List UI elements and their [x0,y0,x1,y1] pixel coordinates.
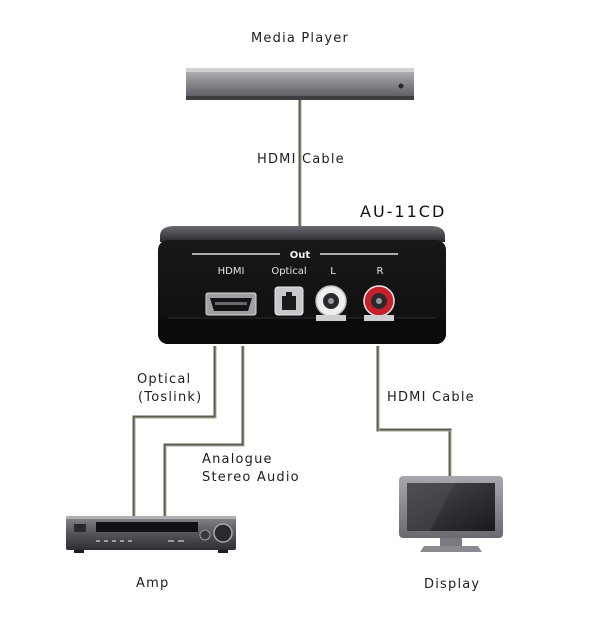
amp-device [66,516,236,553]
display-device [399,476,503,552]
optical-port [274,286,304,316]
display-label: Display [424,577,481,592]
analogue-cable-label-line2: Stereo Audio [202,470,300,485]
media-player-label: Media Player [251,31,350,46]
optical-cable-label-line1: Optical [137,372,192,387]
out-label: Out [290,250,311,261]
analogue-cable-label-line1: Analogue [202,452,273,467]
optical-port-label: Optical [271,266,306,277]
optical-cable-label-line2: (Toslink) [138,390,203,405]
rca-right-port [363,285,395,321]
right-port-label: R [377,266,384,277]
hdmi-port [205,292,257,316]
left-port-label: L [330,266,336,277]
analogue-audio-cable [163,346,245,522]
hdmi-display-cable [376,346,452,478]
media-player-device [186,68,414,100]
hdmi-input-cable-label: HDMI Cable [257,152,345,167]
amp-label: Amp [136,576,170,591]
rca-left-port [315,285,347,321]
hdmi-display-cable-label: HDMI Cable [387,390,475,405]
optical-cable [132,346,217,522]
converter-device: Out HDMI Optical L R [158,226,446,344]
cables [132,100,452,522]
hdmi-port-label: HDMI [218,266,245,277]
converter-model-label: AU-11CD [360,202,447,221]
